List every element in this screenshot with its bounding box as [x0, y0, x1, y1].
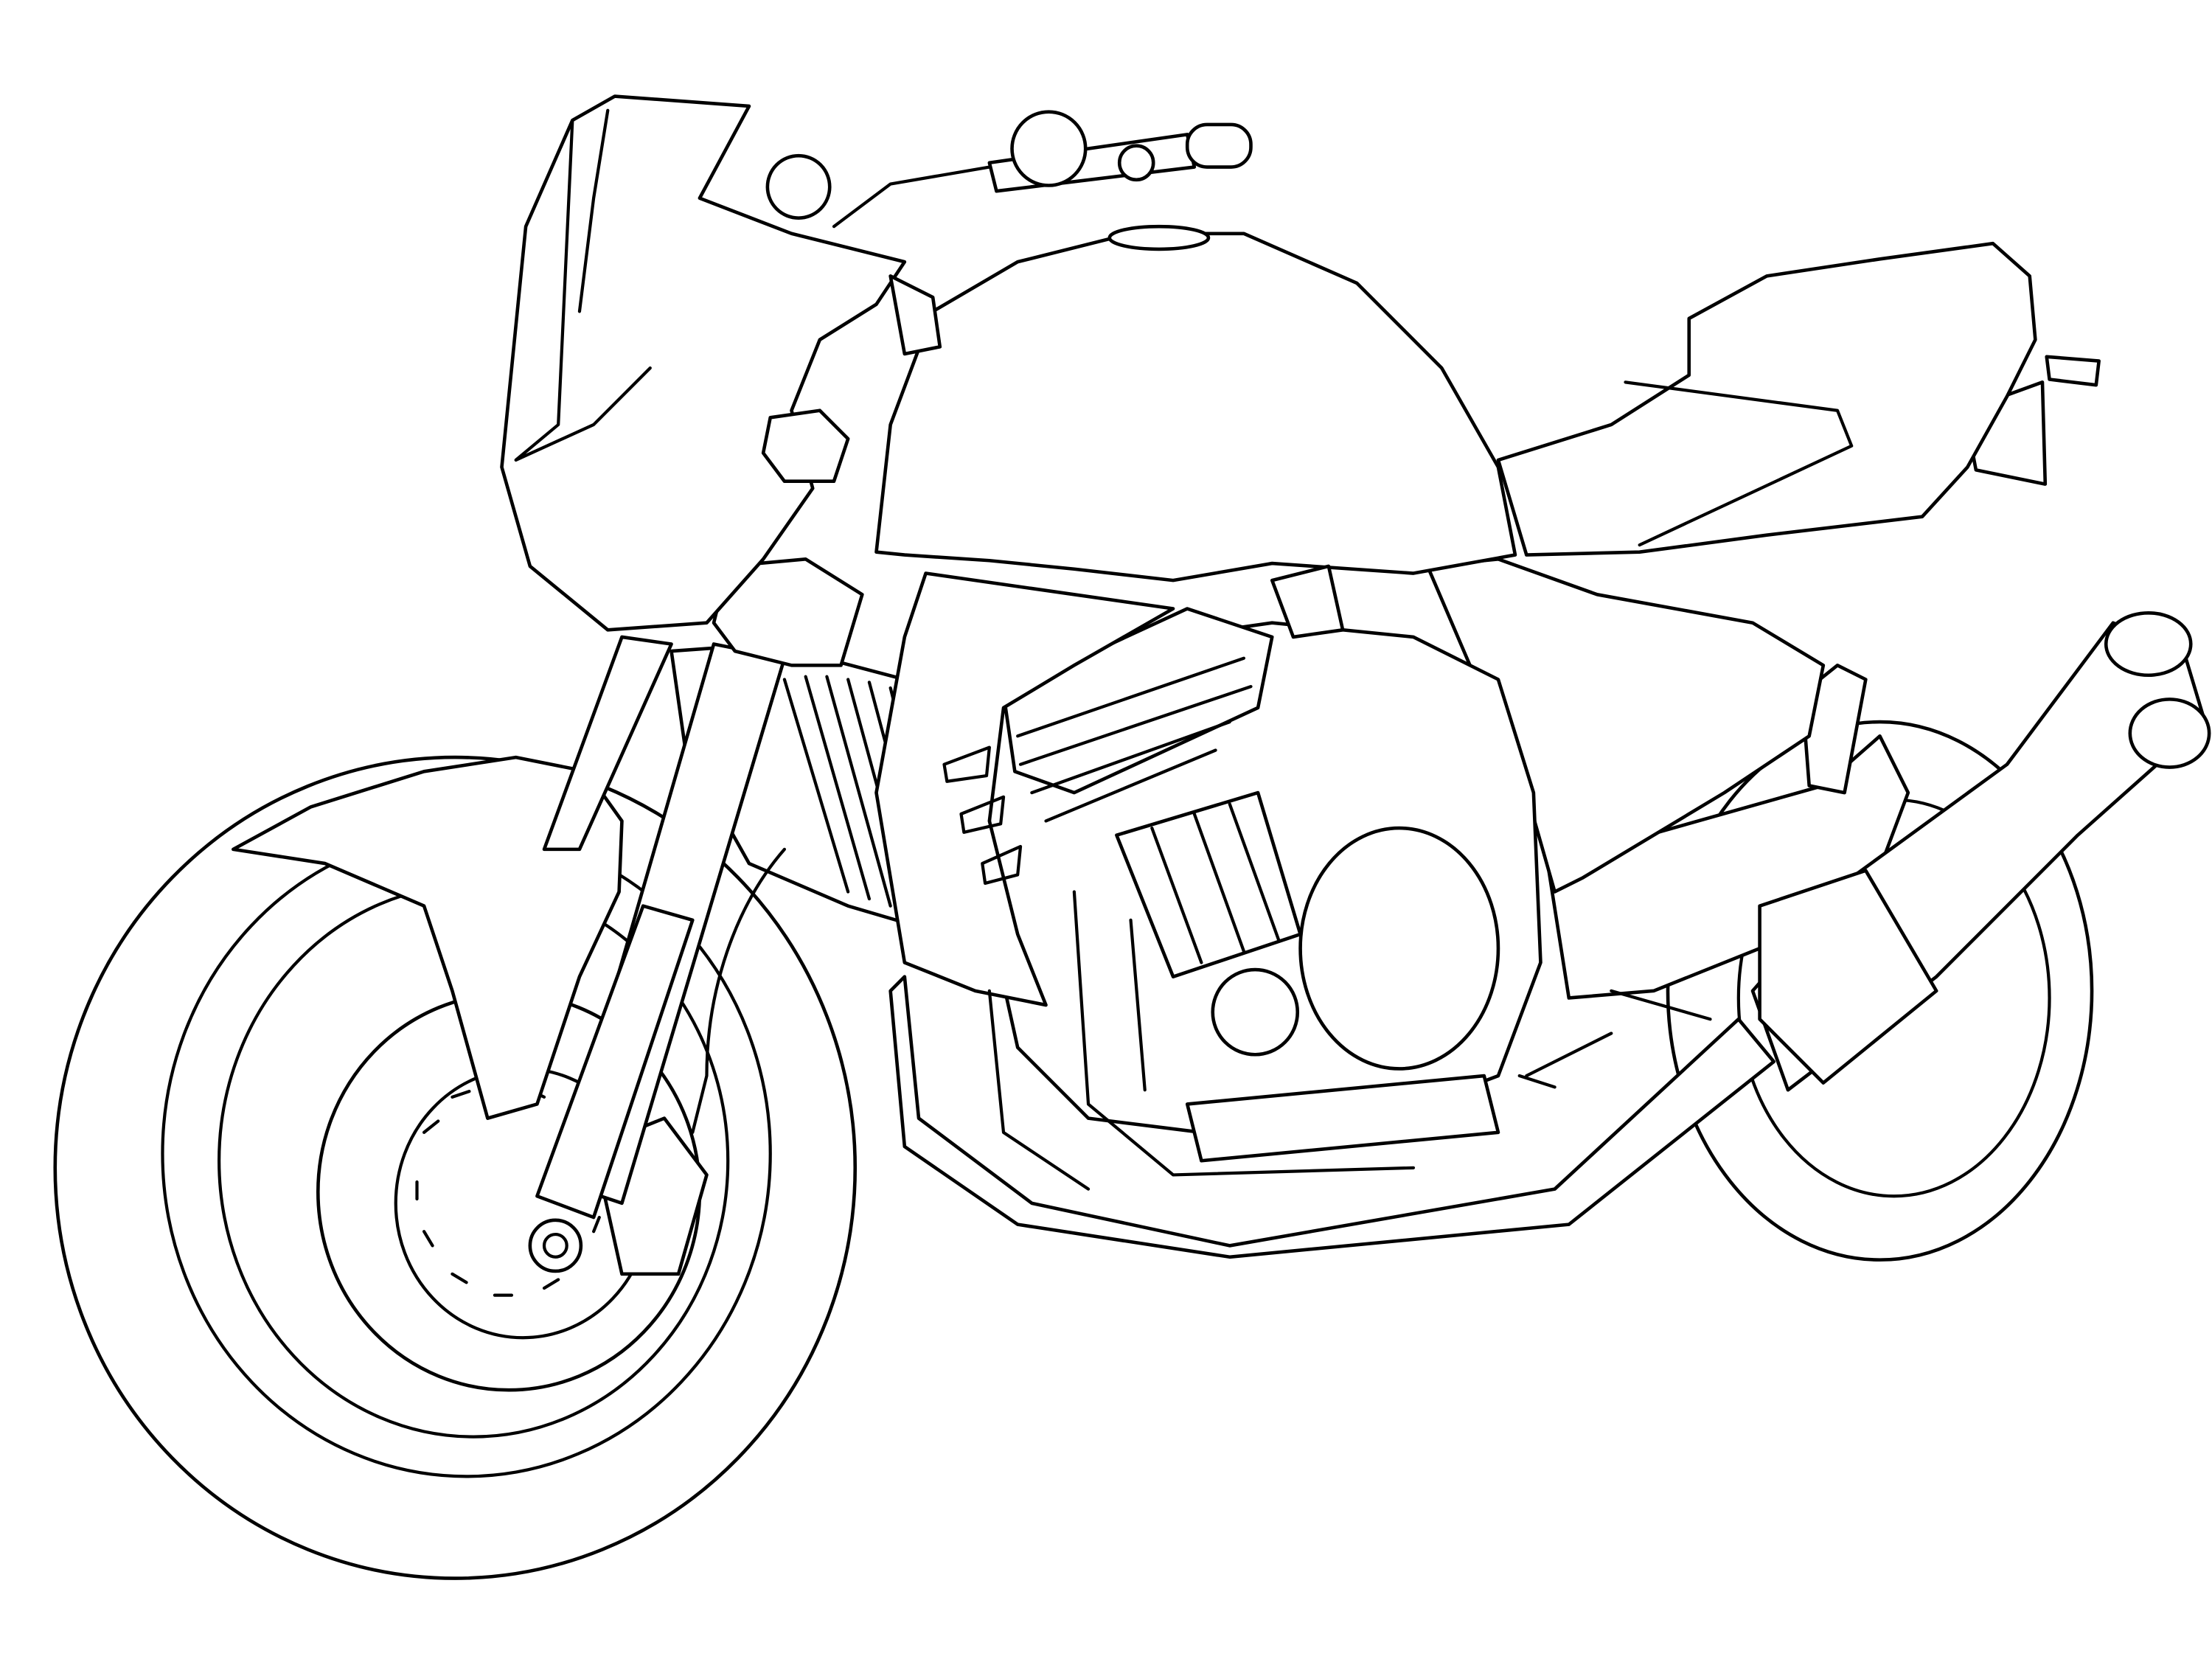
side-panel-front	[874, 571, 1175, 1007]
front-fender	[231, 755, 624, 1120]
turn-signal-rear	[2045, 355, 2101, 387]
front-fork	[535, 635, 787, 1220]
fairing	[500, 94, 907, 632]
fork-tube-rear	[542, 635, 673, 852]
heat-shield	[1758, 869, 1938, 1085]
lever-clamp-left	[765, 153, 832, 220]
lever-clamp-right	[1010, 110, 1088, 187]
bracket-upper	[1270, 564, 1345, 639]
oil-pan	[1185, 1074, 1500, 1163]
turn-signal-front	[761, 408, 850, 484]
headlight-fairing	[500, 94, 907, 632]
seat-line	[1624, 380, 1854, 547]
brake-line	[691, 847, 787, 1134]
steering-stem	[888, 274, 942, 356]
handlebars	[765, 110, 1253, 356]
engine	[987, 564, 1543, 1163]
side-panel-vents	[942, 745, 1023, 886]
cylinder-fins	[1016, 656, 1253, 823]
footpeg-rear	[1525, 989, 1712, 1078]
muffler-tip-lower	[2128, 698, 2211, 769]
cylinder-lines	[1150, 802, 1281, 964]
fuel-tank	[874, 232, 1517, 582]
fork-lower	[535, 904, 695, 1220]
bar-end-right	[1117, 144, 1155, 182]
alternator-cover	[1211, 967, 1300, 1057]
exhaust	[888, 611, 2211, 1259]
grip-right	[1185, 122, 1253, 169]
muffler-tip-upper	[2104, 611, 2193, 678]
front-axle-nut	[542, 1232, 568, 1259]
exhaust-headers	[888, 975, 1776, 1259]
triple-clamp	[712, 557, 864, 667]
footpeg-front	[1517, 1074, 1557, 1089]
fuel-cap	[1107, 224, 1211, 251]
header-pipes	[987, 890, 1416, 1191]
seat-and-tail	[1496, 241, 2101, 557]
clutch-cover	[1298, 826, 1500, 1071]
handlebar-left	[832, 165, 991, 229]
front-axle	[528, 1218, 583, 1273]
windscreen-edge	[514, 108, 652, 462]
seat	[1496, 241, 2037, 557]
